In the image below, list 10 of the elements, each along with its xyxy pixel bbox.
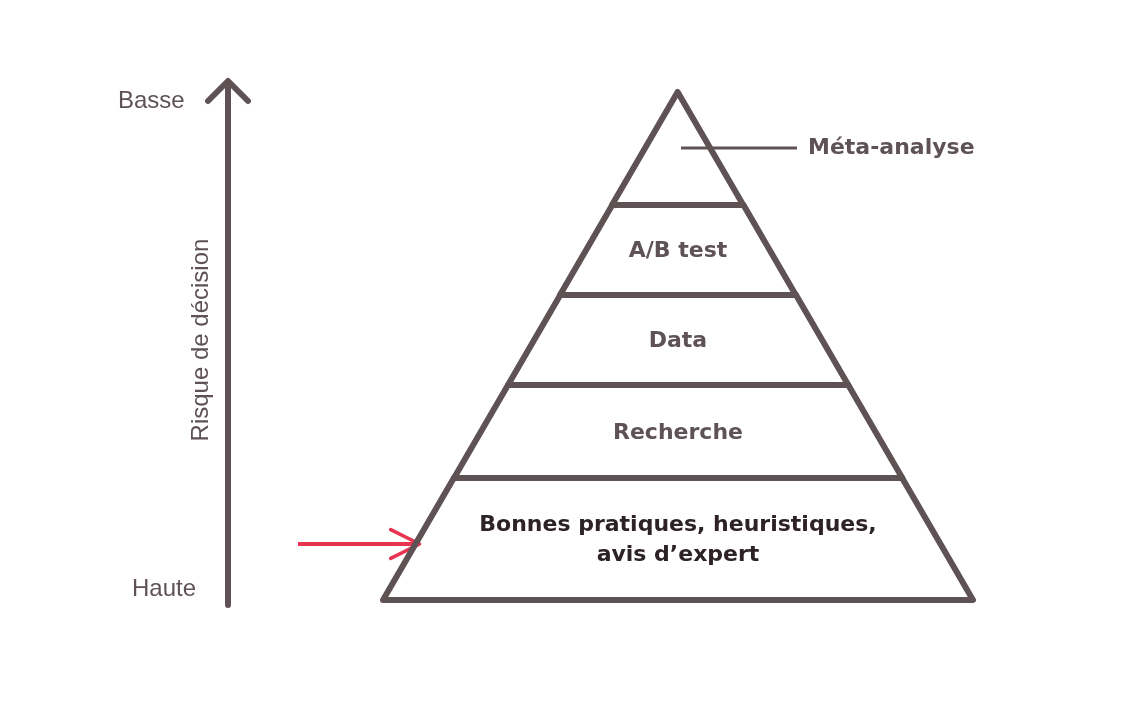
callout-label: Méta-analyse: [808, 134, 975, 159]
axis-end-label: Haute: [132, 574, 197, 602]
axis-end-label: Basse: [118, 86, 185, 114]
tier-label: Data: [648, 326, 708, 354]
tier-label: A/B test: [628, 236, 728, 264]
arrow: [298, 527, 422, 561]
tier-label: Bonnes pratiques, heuristiques, avis d’expert: [478, 510, 878, 568]
axis-title: Risque de décision: [186, 238, 214, 442]
leader-line: [681, 146, 797, 150]
tier-label: Recherche: [613, 417, 743, 446]
